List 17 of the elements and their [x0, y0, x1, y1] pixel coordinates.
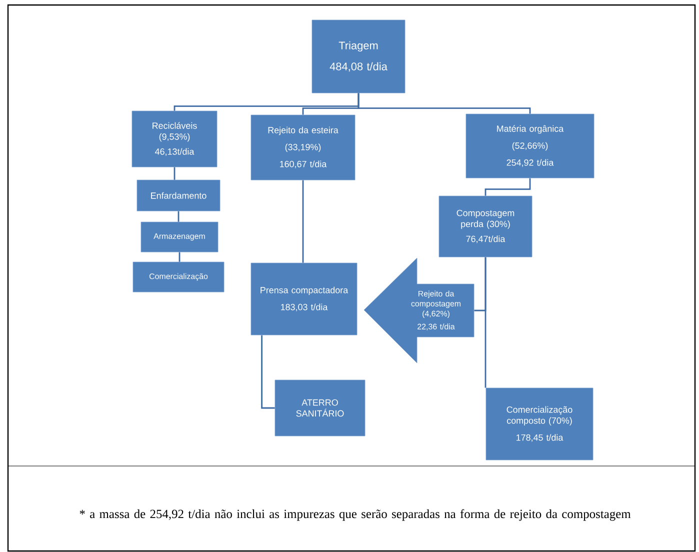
- process-box: Prensa compactadora 183,03 t/dia: [250, 262, 358, 336]
- connector-line: [174, 167, 176, 180]
- connector-line: [358, 93, 531, 114]
- process-box: Rejeito da esteira (33,19%) 160,67 t/dia: [250, 114, 356, 180]
- process-box: Comercialização composto (70%) 178,45 t/dia: [486, 388, 594, 460]
- process-box: Compostagem perda (30%) 76,47t/dia: [438, 196, 532, 258]
- footnote: * a massa de 254,92 t/dia não inclui as impurezas que serão separadas na forma de rejeito da compostagem: [80, 509, 631, 521]
- process-box: Recicláveis (9,53%) 46,13t/dia: [132, 110, 218, 168]
- process-box: Enfardamento: [136, 180, 220, 212]
- process-box: ATERRO SANITÁRIO: [274, 380, 366, 436]
- connector-line: [178, 252, 180, 262]
- connector-line: [484, 178, 531, 196]
- connector-line: [474, 257, 486, 312]
- connector-line: [302, 180, 304, 263]
- process-box: Matéria orgânica (52,66%) 254,92 t/dia: [466, 114, 594, 178]
- process-box: Triagem 484,08 t/dia: [312, 20, 406, 94]
- connector-line: [178, 211, 180, 222]
